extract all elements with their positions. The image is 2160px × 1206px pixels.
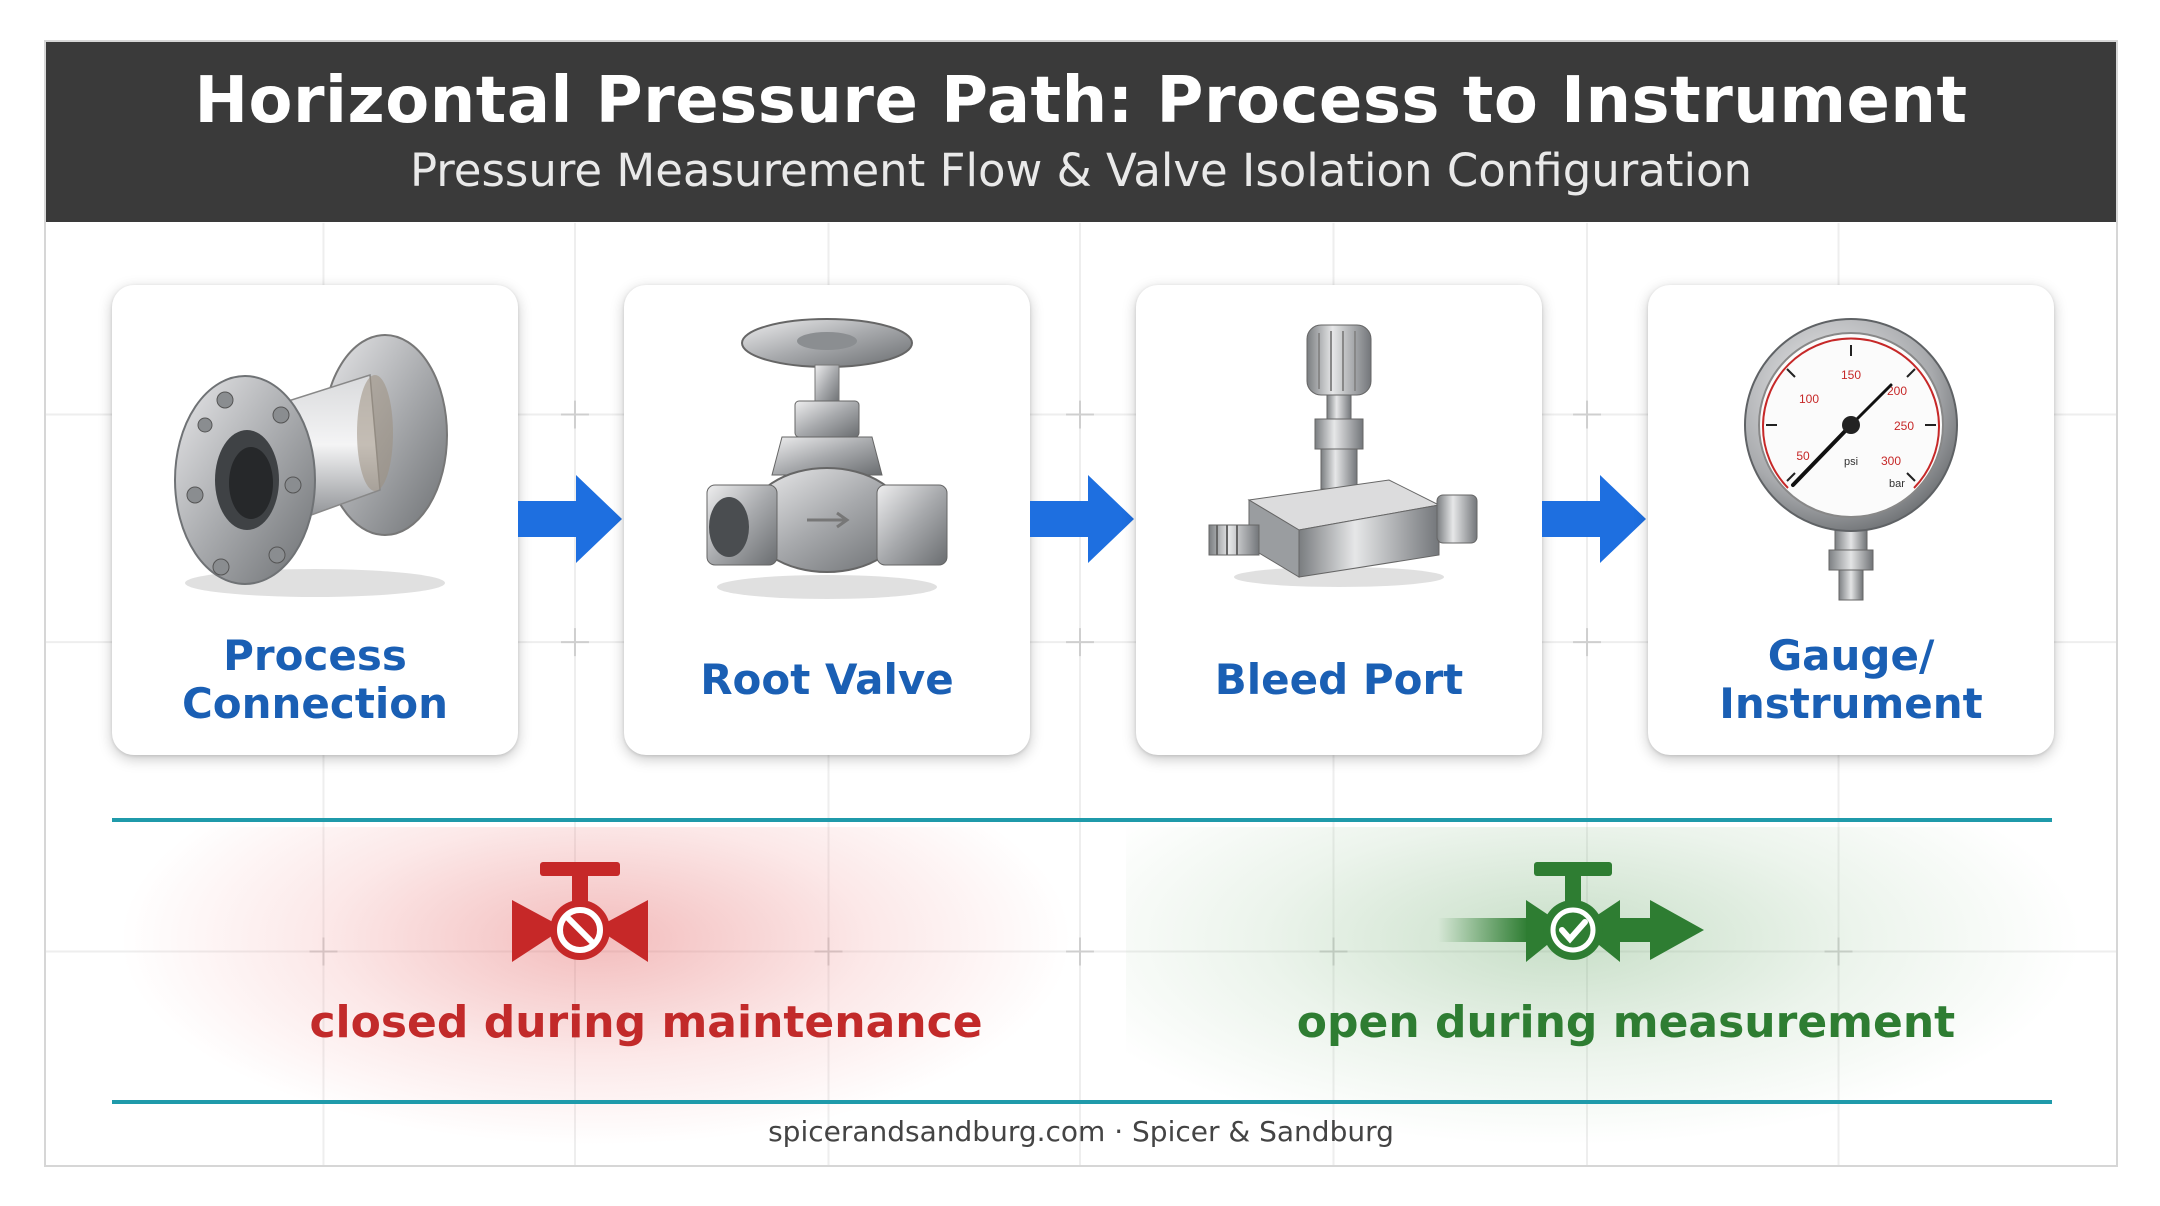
gauge-tick-label: 300: [1881, 454, 1901, 468]
globe-valve-icon: [706, 318, 948, 599]
gauge-tick-label: 50: [1796, 449, 1810, 463]
step-card-process-connection: Process Connection: [112, 285, 518, 755]
open-state-highlight: [1126, 827, 2086, 1147]
open-state-label: open during measurement: [1296, 997, 1956, 1048]
step-card-gauge-instrument: 50 100 150 200 250 300 psi bar Gauge/ In…: [1648, 285, 2054, 755]
closed-state-label: closed during maintenance: [309, 997, 983, 1048]
flanged-pipe-icon: [174, 334, 448, 597]
gauge-tick-label: 100: [1799, 392, 1819, 406]
step-label: Root Valve: [700, 655, 954, 704]
closed-state-highlight: [116, 827, 1076, 1147]
step-label: Bleed Port: [1214, 655, 1464, 704]
gauge-unit-label: psi: [1844, 456, 1858, 468]
page-subtitle: Pressure Measurement Flow & Valve Isolat…: [409, 144, 1753, 197]
step-card-bleed-port: Bleed Port: [1136, 285, 1542, 755]
header-banner: Horizontal Pressure Path: Process to Ins…: [46, 42, 2116, 222]
section-divider-bottom: [112, 1100, 2052, 1104]
section-divider-top: [112, 818, 2052, 822]
gauge-tick-label: 200: [1887, 384, 1907, 398]
closed-valve-icon: [512, 862, 648, 962]
flow-arrow-icon: [518, 475, 622, 563]
flow-arrow-icon: [1030, 475, 1134, 563]
open-valve-icon: [1438, 862, 1704, 962]
step-label: Gauge/ Instrument: [1719, 631, 1983, 728]
diagram-frame: Horizontal Pressure Path: Process to Ins…: [44, 40, 2118, 1167]
step-label: Process Connection: [181, 631, 449, 728]
gauge-unit-label: bar: [1889, 478, 1905, 490]
needle-valve-icon: [1208, 324, 1478, 587]
flow-arrow-icon: [1542, 475, 1646, 563]
gauge-tick-label: 250: [1894, 419, 1914, 433]
footer-credit: spicerandsandburg.com · Spicer & Sandbur…: [768, 1115, 1394, 1148]
gauge-tick-label: 150: [1841, 368, 1861, 382]
step-card-root-valve: Root Valve: [624, 285, 1030, 755]
page-title: Horizontal Pressure Path: Process to Ins…: [194, 64, 1968, 138]
pressure-gauge-icon: 50 100 150 200 250 300 psi bar: [1744, 318, 1958, 601]
